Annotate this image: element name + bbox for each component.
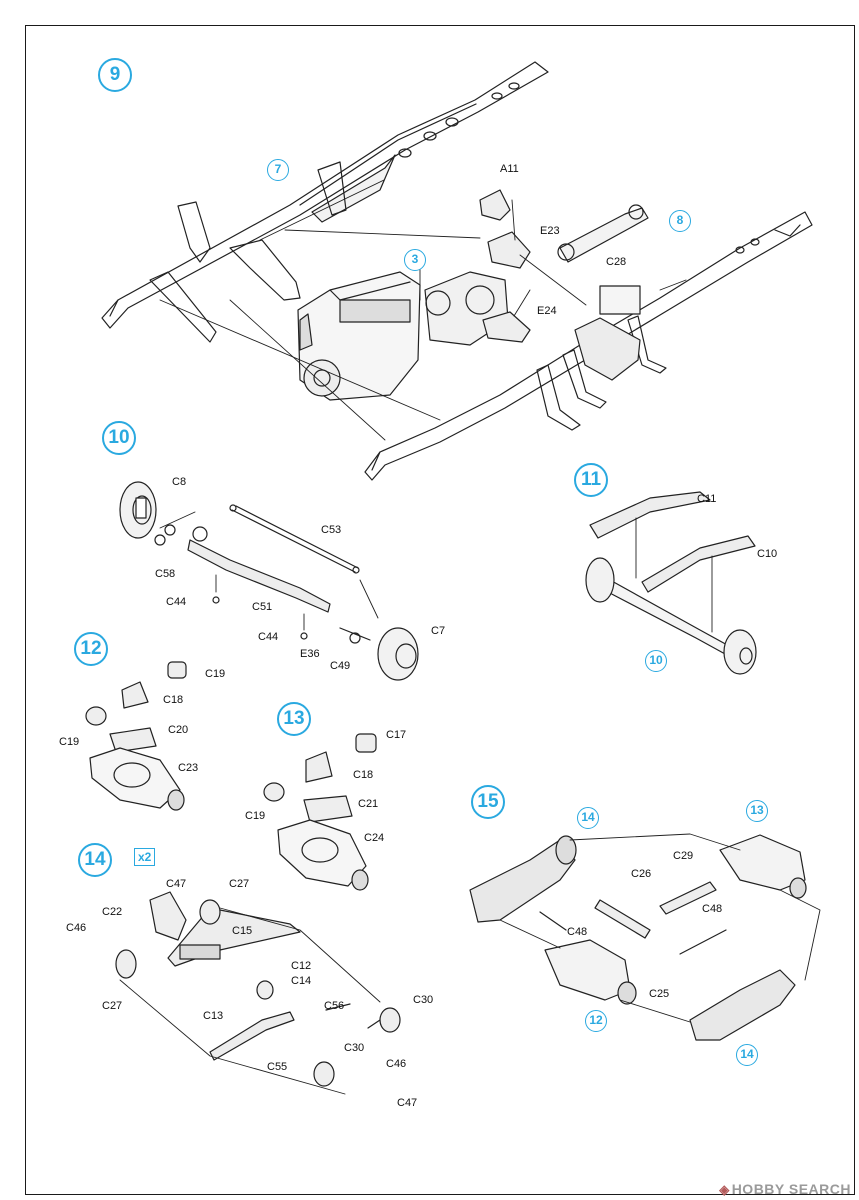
step9-right-frame-rail [364,211,813,481]
step-number-12: 12 [74,632,108,666]
step14-arrows [119,907,381,1095]
part-label-C58: C58 [155,568,176,580]
subassembly-callout-13: 13 [746,800,768,822]
step9-arrows [159,179,687,441]
step14-springs [115,891,401,1087]
part-label-C14: C14 [291,975,312,987]
part-label-C51: C51 [252,601,273,613]
part-label-C55: C55 [267,1061,288,1073]
step9-crossmembers [149,161,347,343]
step13-parts [263,733,377,891]
part-label-C19-left: C19 [59,736,80,748]
part-label-C56: C56 [324,1000,345,1012]
part-label-C24: C24 [364,832,385,844]
quantity-badge: x2 [134,848,156,866]
part-label-E36: E36 [300,648,320,660]
watermark: ◈HOBBY SEARCH [719,1181,851,1198]
step15-right-diff-13 [719,834,807,899]
subassembly-callout-3: 3 [404,249,426,271]
part-label-C44-lower: C44 [258,631,279,643]
part-label-E23: E23 [540,225,560,237]
subassembly-callout-12: 12 [585,1010,607,1032]
step12-parts [85,661,187,811]
part-label-C27-left: C27 [102,1000,123,1012]
part-label-C23: C23 [178,762,199,774]
part-label-C20: C20 [168,724,189,736]
part-label-C10: C10 [757,548,778,560]
part-label-C30-bottom: C30 [344,1042,365,1054]
part-label-C46-left: C46 [66,922,87,934]
step11-arrows [635,517,713,633]
part-label-C53: C53 [321,524,342,536]
part-label-C29: C29 [673,850,694,862]
subassembly-callout-14b: 14 [736,1044,758,1066]
part-label-C27-top: C27 [229,878,250,890]
subassembly-callout-8: 8 [669,210,691,232]
step11-springs [589,491,756,593]
step-number-11: 11 [574,463,608,497]
watermark-text: HOBBY SEARCH [731,1181,851,1197]
step-number-15: 15 [471,785,505,819]
subassembly-callout-10: 10 [645,650,667,672]
part-label-C12: C12 [291,960,312,972]
part-label-C19-top: C19 [205,668,226,680]
step15-left-diff-12 [544,939,637,1005]
step-number-10: 10 [102,421,136,455]
step9-transfer-parts [479,189,649,343]
part-label-C25: C25 [649,988,670,1000]
step-number-9: 9 [98,58,132,92]
part-label-C17: C17 [386,729,407,741]
step11-axle [585,557,757,675]
step10-spring-and-rod [154,504,360,640]
part-label-C28: C28 [606,256,627,268]
part-label-C21: C21 [358,798,379,810]
part-label-C22: C22 [102,906,123,918]
step9-right-frame-hangers [536,285,667,431]
step10-arrows [159,511,379,631]
subassembly-callout-14a: 14 [577,807,599,829]
sheet-border [25,25,855,1195]
watermark-logo-icon: ◈ [719,1182,730,1197]
step10-drum-left [119,481,157,539]
part-label-A11: A11 [500,163,519,175]
part-label-C18-step12: C18 [163,694,184,706]
part-label-E24: E24 [537,305,557,317]
part-label-C8: C8 [172,476,187,488]
step15-left-spring-assembly [469,835,577,923]
part-label-C15: C15 [232,925,253,937]
part-label-C48-left: C48 [567,926,588,938]
part-label-C30-right: C30 [413,994,434,1006]
step-number-14: 14 [78,843,112,877]
part-label-C11: C11 [697,493,717,505]
step10-drum-right [339,627,419,681]
step15-arrows [499,833,821,1023]
part-label-C48-right: C48 [702,903,723,915]
part-label-C47-top: C47 [166,878,187,890]
subassembly-callout-7: 7 [267,159,289,181]
step-number-13: 13 [277,702,311,736]
part-label-C47-bottom: C47 [397,1097,418,1109]
part-label-C46-right: C46 [386,1058,407,1070]
step15-right-spring-assembly [689,969,796,1041]
part-label-C7: C7 [431,625,446,637]
step15-driveshafts [539,881,727,955]
part-label-C49: C49 [330,660,351,672]
part-label-C44-upper: C44 [166,596,187,608]
part-label-C26: C26 [631,868,652,880]
part-label-C19-step13: C19 [245,810,266,822]
part-label-C13: C13 [203,1010,224,1022]
step9-engine [297,271,509,401]
part-label-C18-step13: C18 [353,769,374,781]
